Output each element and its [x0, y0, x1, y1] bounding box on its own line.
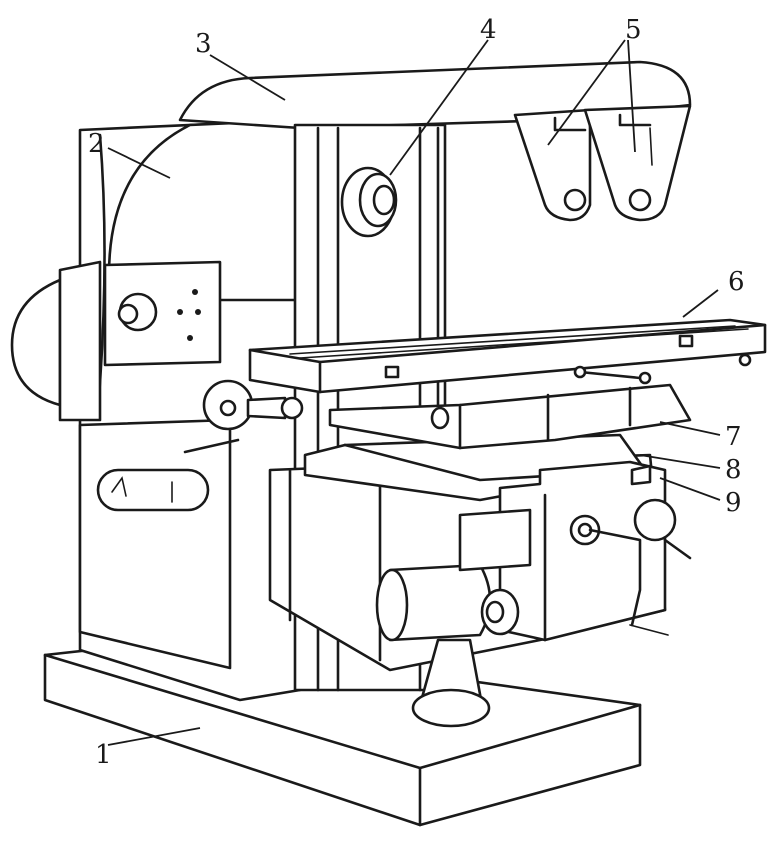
motor-housing	[10, 260, 102, 422]
label-8: 8	[725, 455, 742, 485]
control-panel	[103, 260, 222, 367]
column-door	[78, 418, 232, 670]
label-6: 6	[728, 267, 745, 297]
label-4: 4	[480, 15, 497, 45]
label-9: 9	[725, 488, 742, 518]
leader-lines	[107, 39, 721, 746]
knee-gearbox	[498, 460, 692, 642]
work-table	[248, 318, 767, 394]
arbor-supports	[513, 104, 692, 222]
label-1: 1	[95, 740, 112, 770]
label-5: 5	[625, 15, 642, 45]
label-3: 3	[195, 29, 212, 59]
elevating-screw	[375, 508, 532, 728]
label-7: 7	[725, 422, 742, 452]
spindle	[340, 166, 398, 238]
swivel-base	[328, 383, 692, 450]
column-curved-back	[107, 118, 302, 302]
label-2: 2	[88, 129, 105, 159]
side-handwheel	[183, 379, 304, 454]
